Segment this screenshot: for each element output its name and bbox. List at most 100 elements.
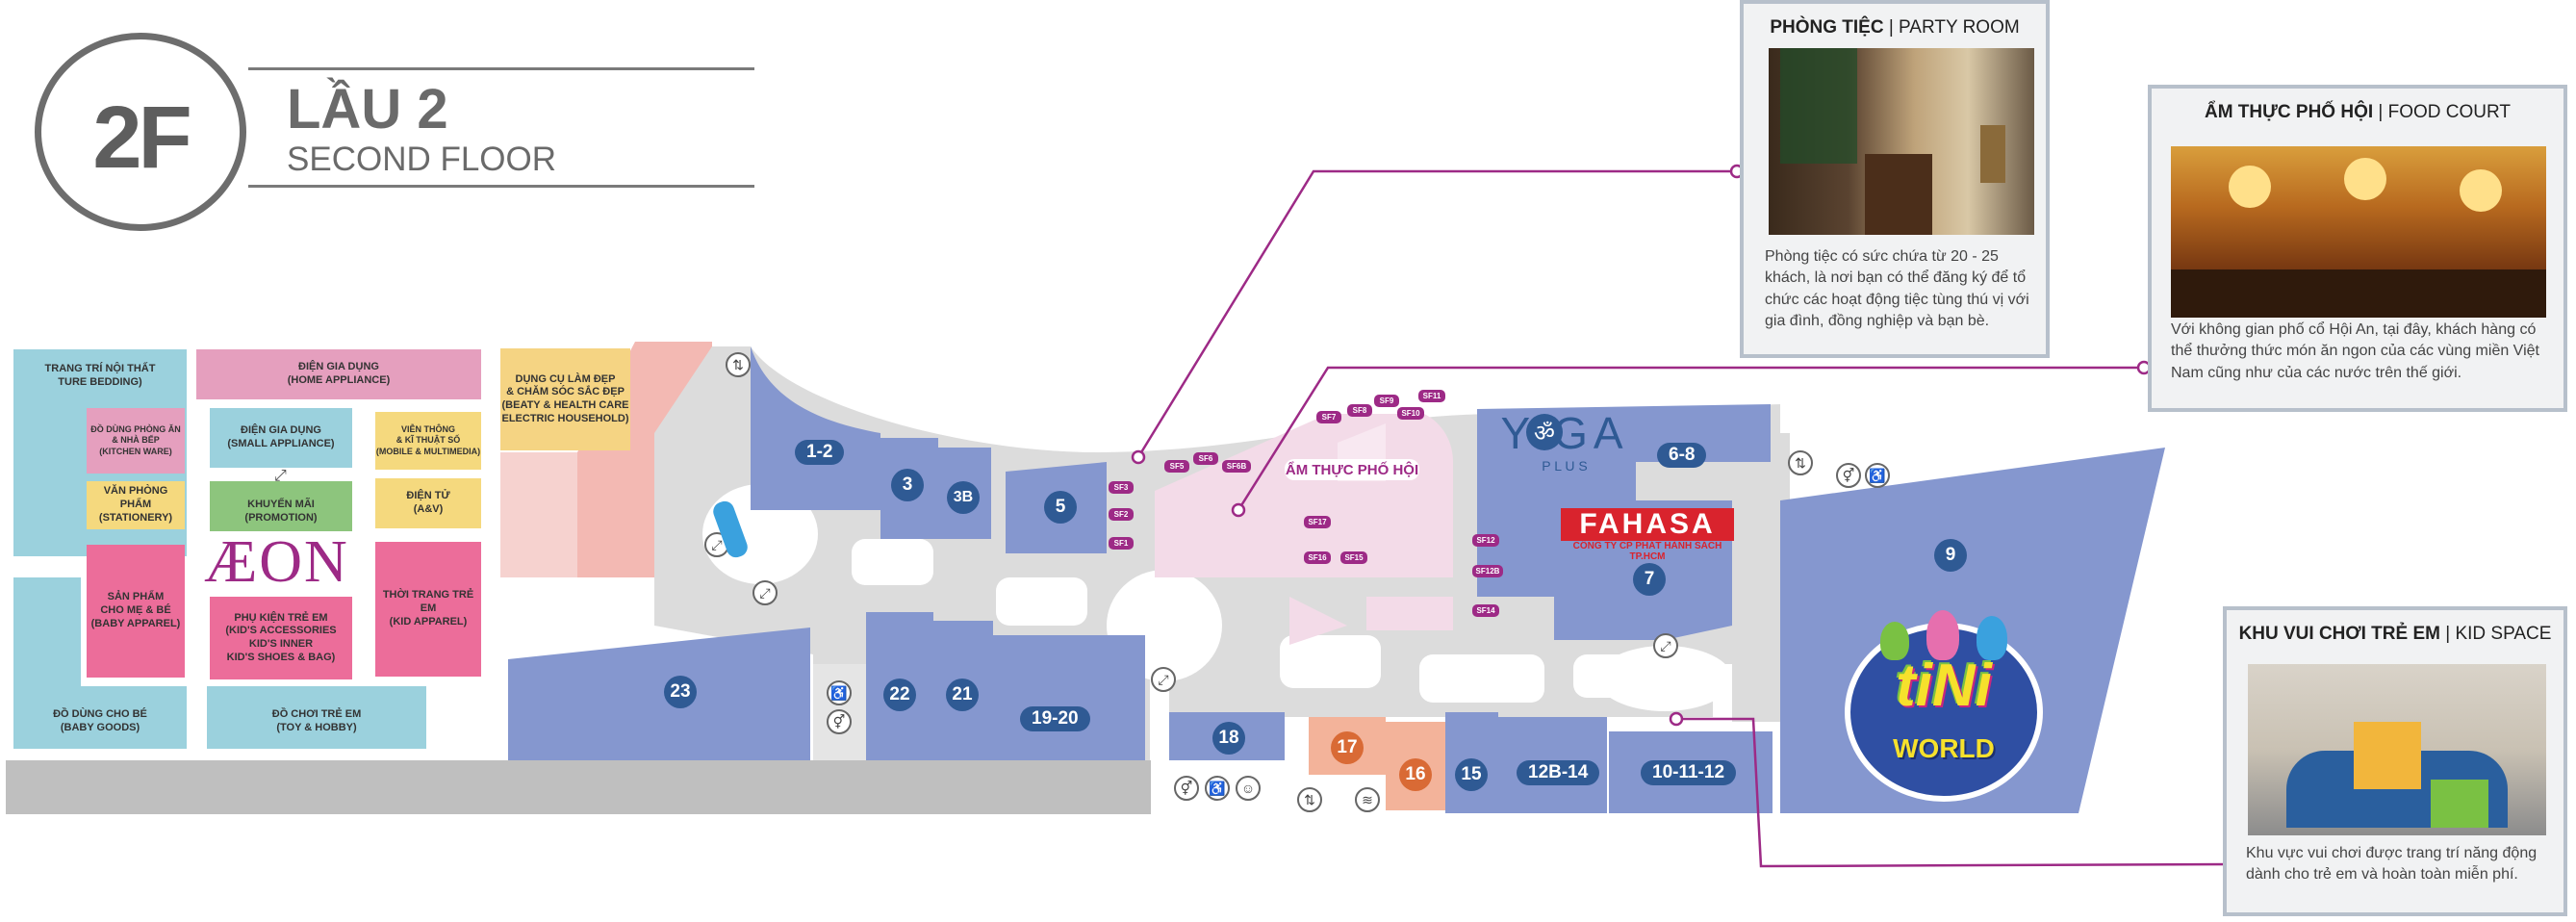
unit-10-11-12[interactable]: 10-11-12 — [1641, 760, 1737, 785]
void-3 — [1280, 635, 1381, 688]
label-kid-apparel: THỜI TRANG TRẺ EM (KID APPAREL) — [382, 589, 474, 627]
unit-6-8[interactable]: 6-8 — [1657, 443, 1707, 468]
stall-sf10[interactable]: SF10 — [1397, 407, 1424, 420]
callout-party-room[interactable]: PHÒNG TIỆC | PARTY ROOM Phòng tiệc có sứ… — [1740, 0, 2050, 358]
void-1 — [852, 539, 933, 585]
elevator-icon: ⇅ — [726, 352, 751, 377]
stall-sf6[interactable]: SF6 — [1193, 452, 1218, 465]
aeon-zone-kid-apparel — [375, 542, 481, 677]
floor-title-en: SECOND FLOOR — [287, 141, 557, 178]
unit-1-2[interactable]: 1-2 — [795, 440, 845, 465]
character-pink-icon — [1926, 610, 1959, 660]
stall-sf3[interactable]: SF3 — [1109, 481, 1134, 494]
aeon-zone-home-appliance — [196, 349, 481, 399]
unit-19-20[interactable]: 19-20 — [1020, 706, 1090, 731]
callout-food-court[interactable]: ẨM THỰC PHỐ HỘI | FOOD COURT Với không g… — [2148, 85, 2567, 412]
label-small-appliance: ĐIỆN GIA DỤNG (SMALL APPLIANCE) — [227, 424, 335, 449]
aeon-entrance-area — [500, 452, 577, 577]
unit-17[interactable]: 17 — [1331, 731, 1364, 764]
restroom-icon: ⚥ — [827, 709, 852, 734]
callout-party-room-text: Phòng tiệc có sức chứa từ 20 - 25 khách,… — [1765, 248, 2029, 330]
food-court-label: ẨM THỰC PHỐ HỘI — [1285, 459, 1419, 480]
escalator-icon: ⤢ — [1653, 633, 1678, 658]
callout-food-court-text: Với không gian phố cổ Hội An, tại đây, k… — [2171, 321, 2539, 381]
aeon-zone-mobile — [375, 412, 481, 470]
unit-12b-14[interactable]: 12B-14 — [1517, 760, 1600, 785]
unit-9[interactable]: 9 — [1934, 539, 1967, 572]
stall-sf14[interactable]: SF14 — [1472, 604, 1499, 617]
unit-3b[interactable]: 3B — [947, 481, 980, 514]
elevator-icon: ⇅ — [1788, 450, 1813, 475]
unit-18[interactable]: 18 — [1212, 722, 1245, 755]
header-rule-top — [248, 67, 754, 70]
void-5 — [1573, 654, 1674, 698]
leader-party-room — [1136, 169, 1737, 458]
character-blue-icon — [1977, 616, 2007, 660]
callout-food-court-title: ẨM THỰC PHỐ HỘI | FOOD COURT — [2204, 102, 2512, 122]
header-rule-bottom — [248, 185, 754, 188]
callout-kid-space[interactable]: KHU VUI CHƠI TRẺ EM | KID SPACE Khu vực … — [2223, 606, 2567, 916]
accessible-icon: ♿ — [1205, 776, 1230, 801]
accessible-icon: ♿ — [827, 680, 852, 705]
stall-sf2[interactable]: SF2 — [1109, 508, 1134, 521]
stall-sf12[interactable]: SF12 — [1472, 534, 1499, 547]
unit-21[interactable]: 21 — [946, 679, 979, 711]
aeon-zone-small-appliance — [210, 408, 352, 468]
unit-22[interactable]: 22 — [883, 679, 916, 711]
label-kids-accessories: PHỤ KIỆN TRẺ EM (KID'S ACCESSORIES KID'S… — [225, 611, 337, 663]
store-23 — [508, 627, 810, 760]
fahasa-sub: CÔNG TY CP PHÁT HÀNH SÁCH TP.HCM — [1572, 541, 1722, 562]
leader-food-court — [1237, 366, 2144, 511]
stall-sf15[interactable]: SF15 — [1340, 551, 1367, 564]
aeon-zone-baby-apparel — [87, 545, 185, 678]
stall-sf5[interactable]: SF5 — [1164, 460, 1189, 473]
character-green-icon — [1880, 622, 1909, 660]
label-home-appliance: ĐIỆN GIA DỤNG (HOME APPLIANCE) — [287, 361, 391, 386]
aeon-zone-toy-hobby — [207, 686, 426, 749]
unit-15[interactable]: 15 — [1455, 758, 1488, 791]
tini-logo: tiNi — [1896, 653, 1992, 719]
food-court-photo — [2171, 146, 2546, 318]
road-strip — [6, 760, 1151, 814]
floor-title-vi: LẦU 2 — [287, 78, 448, 141]
aeon-zone-kitchen-ware — [87, 408, 185, 474]
unit-5[interactable]: 5 — [1044, 491, 1077, 524]
stall-sf7[interactable]: SF7 — [1316, 411, 1341, 423]
aeon-zone-baby-goods — [13, 686, 187, 749]
party-room-photo — [1769, 48, 2034, 235]
aeon-zone-promotion — [210, 481, 352, 531]
food-court-patch-1 — [1289, 597, 1347, 645]
aeon-logo: ÆON — [204, 529, 349, 595]
callout-kid-space-text: Khu vực vui chơi được trang trí năng độn… — [2246, 845, 2538, 884]
escalator-icon: ⤢ — [274, 468, 287, 484]
unit-3[interactable]: 3 — [891, 469, 924, 501]
smoking-area-icon: ≋ — [1355, 787, 1380, 812]
stall-sf1[interactable]: SF1 — [1109, 537, 1134, 550]
stall-sf11[interactable]: SF11 — [1418, 390, 1445, 402]
escalator-icon: ⤢ — [1151, 667, 1176, 692]
unit-23[interactable]: 23 — [664, 676, 697, 708]
restroom-icon: ⚥ — [1836, 463, 1861, 488]
unit-16[interactable]: 16 — [1399, 758, 1432, 791]
floor-code: 2F — [92, 89, 191, 187]
stall-sf16[interactable]: SF16 — [1304, 551, 1331, 564]
stall-sf12b[interactable]: SF12B — [1472, 565, 1503, 577]
om-icon: ॐ — [1526, 414, 1563, 450]
fahasa-logo-wrap: FAHASA CÔNG TY CP PHÁT HÀNH SÁCH TP.HCM — [1561, 508, 1734, 562]
stall-sf8[interactable]: SF8 — [1347, 404, 1372, 417]
stall-sf6b[interactable]: SF6B — [1222, 460, 1251, 473]
stall-sf17[interactable]: SF17 — [1304, 516, 1331, 528]
aeon-zone-av — [375, 478, 481, 528]
baby-care-icon: ☺ — [1236, 776, 1261, 801]
unit-7[interactable]: 7 — [1633, 563, 1666, 596]
label-mobile: VIỄN THÔNG & KĨ THUẬT SỐ (MOBILE & MULTI… — [375, 424, 481, 456]
stall-sf9[interactable]: SF9 — [1374, 395, 1399, 407]
kid-space-photo — [2248, 664, 2546, 835]
label-beauty: DỤNG CỤ LÀM ĐẸP & CHĂM SÓC SẮC ĐẸP (BEAT… — [501, 372, 629, 424]
tini-sub: WORLD — [1893, 733, 1995, 763]
yoga-sub: P L U S — [1542, 458, 1588, 474]
elevator-icon: ⇅ — [1297, 787, 1322, 812]
void-2 — [996, 577, 1087, 626]
void-4 — [1419, 654, 1544, 703]
